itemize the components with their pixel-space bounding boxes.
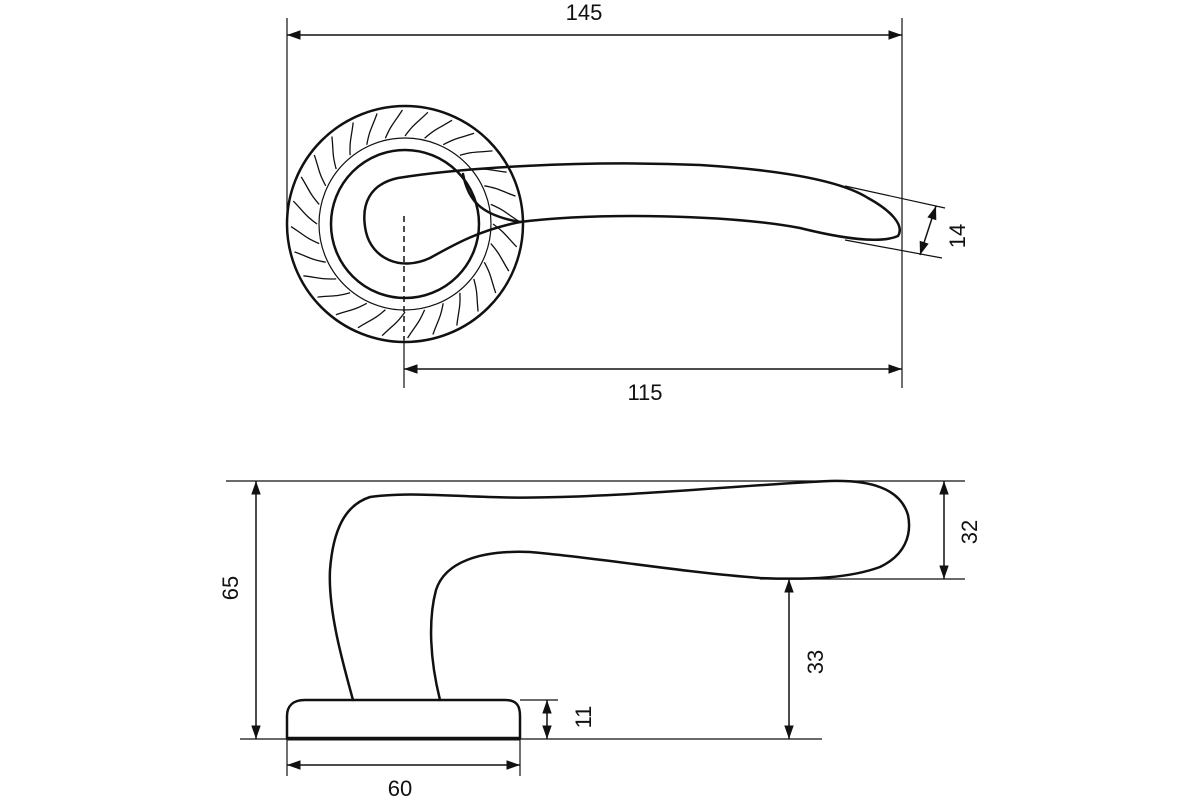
- rope-strand: [335, 302, 368, 316]
- rope-ornament: [290, 109, 520, 339]
- dim-label-14: 14: [945, 224, 970, 248]
- rope-strand: [456, 292, 461, 326]
- dim-label-33: 33: [803, 650, 828, 674]
- dim-label-65: 65: [218, 576, 243, 600]
- rope-strand: [292, 200, 318, 225]
- dim-arrow-14: [919, 205, 937, 256]
- rope-strand: [432, 303, 444, 335]
- rope-strand: [384, 109, 403, 139]
- rope-strand: [407, 309, 426, 339]
- rope-strand: [483, 261, 497, 294]
- rope-strand: [424, 119, 453, 139]
- rope-strand: [492, 223, 518, 248]
- rope-strand: [349, 122, 354, 156]
- side-view: 65 32 33 11 60: [218, 479, 982, 800]
- dim-label-32: 32: [957, 520, 982, 544]
- rose-rope-inner-ring: [318, 137, 492, 311]
- rope-strand: [357, 309, 386, 329]
- lever-top-outline: [363, 162, 901, 265]
- rope-strand: [442, 132, 475, 146]
- rope-strand: [294, 251, 326, 263]
- rope-strand: [484, 185, 516, 197]
- rope-strand: [290, 226, 320, 245]
- dim-label-11: 11: [571, 706, 596, 729]
- lever-root-curve: [461, 172, 522, 224]
- rose-outer-ring: [285, 104, 525, 344]
- rose-base-outline: [285, 698, 522, 740]
- rope-strand: [490, 203, 520, 222]
- rope-strand: [459, 150, 493, 156]
- rope-strand: [473, 278, 479, 312]
- top-view: 145 115 14: [285, 0, 970, 405]
- rope-strand: [300, 176, 320, 205]
- dim-label-145: 145: [566, 0, 603, 25]
- ext-line-14-bottom: [844, 239, 943, 259]
- rope-strand: [404, 111, 429, 137]
- rose-neck-ring: [329, 148, 481, 300]
- dim-label-60: 60: [388, 776, 412, 800]
- rope-strand: [490, 243, 510, 272]
- rope-strand: [303, 275, 337, 280]
- rope-strand: [331, 136, 337, 170]
- rope-strand: [381, 311, 406, 337]
- rope-strand: [366, 113, 378, 145]
- rope-strand: [317, 292, 351, 298]
- lever-side-outline: [328, 479, 911, 702]
- dim-label-115: 115: [627, 380, 662, 405]
- rope-strand: [313, 154, 327, 187]
- ext-line-14-top: [844, 185, 946, 209]
